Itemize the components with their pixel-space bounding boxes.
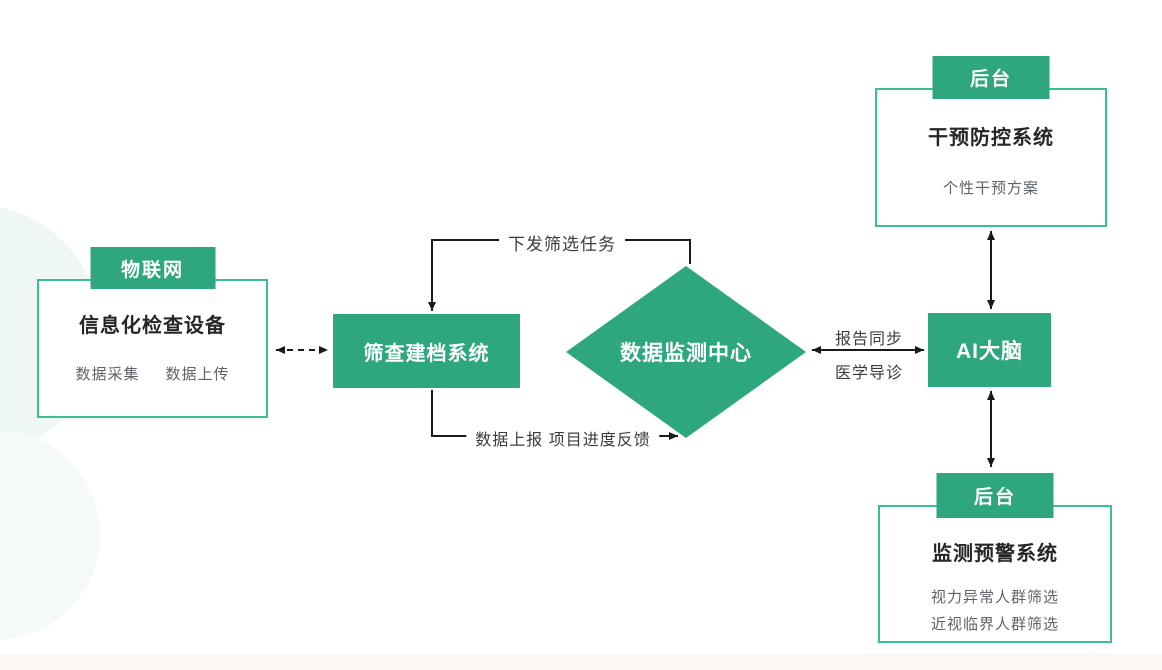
intervention-panel-title: 干预防控系统 (928, 127, 1054, 149)
screening-system-label: 筛查建档系统 (363, 342, 490, 365)
intervention-panel-subtitle: 个性干预方案 (942, 180, 1039, 197)
warning-tab-label: 后台 (973, 487, 1016, 508)
warning-panel-features: 视力异常人群筛选 近视临界人群筛选 (880, 584, 1110, 638)
screening-system-node: 筛查建档系统 (333, 314, 520, 388)
edge-label-issue-task: 下发筛选任务 (499, 230, 625, 255)
ai-brain-node: AI大脑 (928, 313, 1051, 387)
warning-system-panel: 后台 监测预警系统 视力异常人群筛选 近视临界人群筛选 (878, 473, 1112, 643)
edge-label-report-sync: 报告同步 (834, 331, 904, 348)
iot-tab-label: 物联网 (120, 259, 184, 281)
intervention-tab-label: 后台 (969, 69, 1012, 90)
warning-feature-abnormal: 视力异常人群筛选 (930, 589, 1059, 606)
warning-tab: 后台 (936, 473, 1054, 518)
intervention-system-panel: 后台 干预防控系统 个性干预方案 (875, 56, 1107, 227)
warning-panel-title: 监测预警系统 (932, 543, 1058, 565)
ai-brain-label: AI大脑 (956, 340, 1023, 363)
footer-strip (0, 654, 1162, 670)
iot-panel-title: 信息化检查设备 (79, 315, 226, 337)
iot-device-panel: 物联网 信息化检查设备 数据采集 数据上传 (37, 247, 268, 418)
edge-label-medical-guidance: 医学导诊 (834, 365, 904, 382)
warning-feature-myopia: 近视临界人群筛选 (930, 616, 1059, 633)
iot-tab: 物联网 (90, 247, 215, 289)
data-center-label: 数据监测中心 (620, 342, 752, 365)
iot-panel-features: 数据采集 数据上传 (39, 363, 266, 384)
iot-feature-collect: 数据采集 (75, 366, 140, 383)
iot-feature-upload: 数据上传 (165, 366, 230, 383)
intervention-tab: 后台 (932, 56, 1050, 99)
edge-label-data-report: 数据上报 项目进度反馈 (466, 426, 660, 450)
